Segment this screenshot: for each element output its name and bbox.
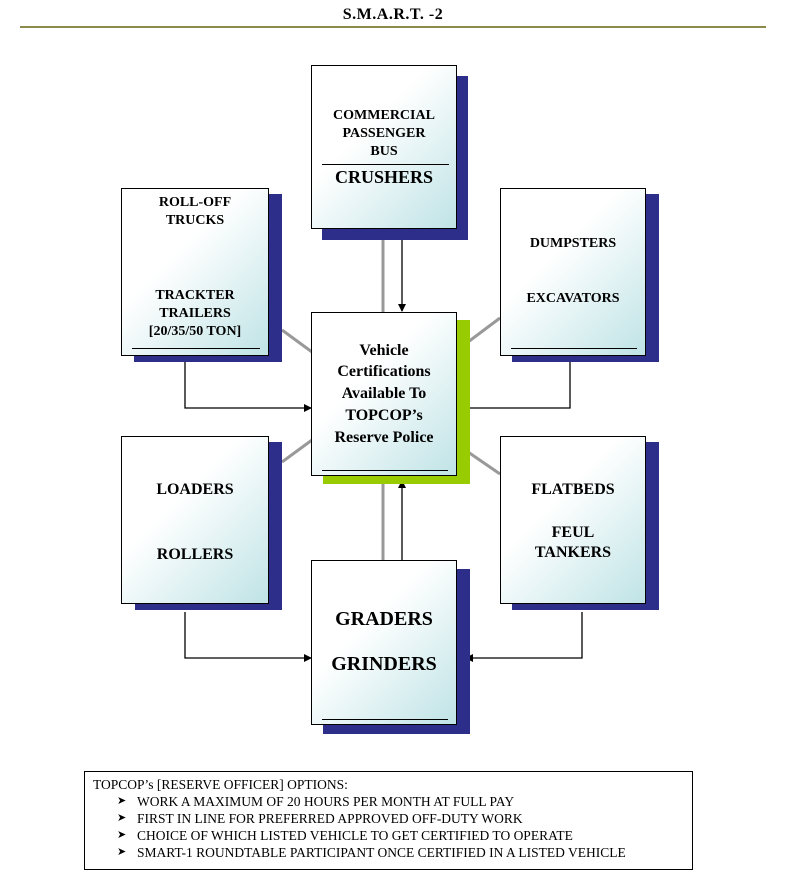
label-certifications: Certifications — [337, 363, 431, 380]
arrowhead-bullet-icon: ➤ — [117, 812, 127, 824]
box-face: DUMPSTERS EXCAVATORS — [500, 188, 646, 356]
divider — [322, 719, 448, 720]
label-trackter: TRACKTER — [155, 288, 235, 303]
spoke-bottom-left — [281, 438, 313, 464]
arrow-bottomright-to-center — [465, 612, 583, 662]
box-top: COMMERCIAL PASSENGER BUS CRUSHERS — [311, 65, 471, 243]
divider — [132, 348, 260, 349]
label-tonnage: [20/35/50 TON] — [148, 324, 242, 339]
list-item: ➤ FIRST IN LINE FOR PREFERRED APPROVED OF… — [117, 810, 684, 827]
box-face: COMMERCIAL PASSENGER BUS CRUSHERS — [311, 65, 457, 229]
box-center: Vehicle Certifications Available To TOPC… — [311, 312, 471, 485]
option-text: SMART-1 ROUNDTABLE PARTICIPANT ONCE CERT… — [137, 845, 626, 860]
arrowhead-bullet-icon: ➤ — [117, 829, 127, 841]
label-trucks: TRUCKS — [165, 213, 225, 228]
box-top-left: ROLL-OFF TRUCKS TRACKTER TRAILERS [20/35… — [121, 188, 283, 363]
option-text: CHOICE OF WHICH LISTED VEHICLE TO GET CE… — [137, 828, 573, 843]
label-roll-off: ROLL-OFF — [158, 195, 232, 210]
label-feul: FEUL — [551, 524, 595, 541]
box-top-right: DUMPSTERS EXCAVATORS — [500, 188, 660, 363]
options-heading: TOPCOP’s [RESERVE OFFICER] OPTIONS: — [93, 777, 348, 792]
box-face: GRADERS GRINDERS — [311, 560, 457, 725]
label-crushers: CRUSHERS — [334, 167, 434, 187]
label-tankers: TANKERS — [534, 544, 612, 561]
label-reserve-police: Reserve Police — [334, 429, 434, 446]
label-topcops: TOPCOP’s — [345, 407, 423, 424]
divider — [322, 470, 448, 471]
page-title: S.M.A.R.T. -2 — [342, 6, 444, 23]
list-item: ➤ WORK A MAXIMUM OF 20 HOURS PER MONTH AT… — [117, 793, 684, 810]
label-available-to: Available To — [341, 385, 427, 402]
box-face: FLATBEDS FEUL TANKERS — [500, 436, 646, 604]
box-bottom: GRADERS GRINDERS — [311, 560, 471, 735]
options-list: ➤ WORK A MAXIMUM OF 20 HOURS PER MONTH AT… — [93, 793, 684, 861]
arrow-topright-to-center — [461, 360, 571, 412]
arrowhead-bullet-icon: ➤ — [117, 846, 127, 858]
label-loaders: LOADERS — [156, 481, 234, 498]
box-bottom-right: FLATBEDS FEUL TANKERS — [500, 436, 660, 611]
arrow-bottomleft-to-center — [184, 612, 312, 662]
label-passenger: PASSENGER — [342, 126, 426, 141]
spoke-bottom-right — [467, 450, 501, 476]
list-item: ➤ SMART-1 ROUNDTABLE PARTICIPANT ONCE CER… — [117, 844, 684, 861]
label-commercial: COMMERCIAL — [333, 108, 435, 123]
label-excavators: EXCAVATORS — [526, 291, 620, 306]
label-bus: BUS — [370, 144, 398, 159]
spoke-top-right — [467, 316, 501, 344]
box-bottom-left: LOADERS ROLLERS — [121, 436, 283, 611]
options-panel: TOPCOP’s [RESERVE OFFICER] OPTIONS: ➤ WOR… — [84, 771, 693, 870]
box-face: LOADERS ROLLERS — [121, 436, 269, 604]
title-rule — [20, 26, 766, 28]
label-vehicle: Vehicle — [359, 342, 409, 359]
label-graders: GRADERS — [335, 608, 433, 630]
label-dumpsters: DUMPSTERS — [529, 236, 617, 251]
divider — [322, 164, 449, 165]
label-flatbeds: FLATBEDS — [531, 481, 615, 498]
label-rollers: ROLLERS — [156, 546, 234, 563]
box-face: ROLL-OFF TRUCKS TRACKTER TRAILERS [20/35… — [121, 188, 269, 356]
option-text: FIRST IN LINE FOR PREFERRED APPROVED OFF… — [137, 811, 523, 826]
option-text: WORK A MAXIMUM OF 20 HOURS PER MONTH AT … — [137, 794, 515, 809]
box-face: Vehicle Certifications Available To TOPC… — [311, 312, 457, 476]
label-grinders: GRINDERS — [331, 653, 437, 675]
label-trailers: TRAILERS — [159, 306, 231, 321]
arrowhead-bullet-icon: ➤ — [117, 795, 127, 807]
list-item: ➤ CHOICE OF WHICH LISTED VEHICLE TO GET C… — [117, 827, 684, 844]
arrow-topleft-to-center — [184, 360, 312, 412]
spoke-top-left — [281, 328, 313, 354]
divider — [511, 348, 637, 349]
